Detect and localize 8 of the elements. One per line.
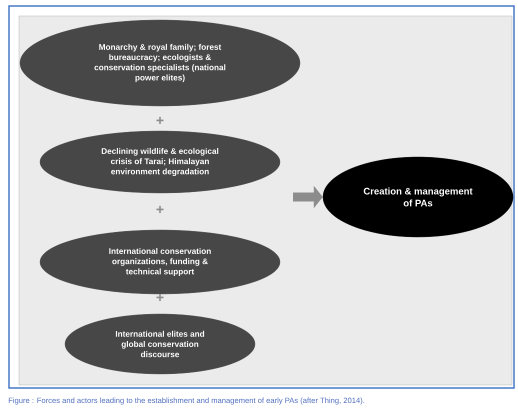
plus-sign: + bbox=[156, 206, 164, 213]
ellipse-node: International conservation organizations, funding & technical support bbox=[40, 230, 280, 294]
ellipse-node: Declining wildlife & ecological crisis of Tarai; Himalayan environment degradation bbox=[40, 130, 280, 194]
plus-sign: + bbox=[156, 294, 164, 301]
plus-sign: + bbox=[156, 116, 164, 124]
ellipse-node: International elites and global conservation discourse bbox=[64, 314, 256, 374]
ellipse-node: Creation & management of PAs bbox=[322, 156, 514, 238]
ellipse-node: Monarchy & royal family; forest bureaucracy; ecologists & conservation specialists (national power elites) bbox=[20, 20, 300, 106]
